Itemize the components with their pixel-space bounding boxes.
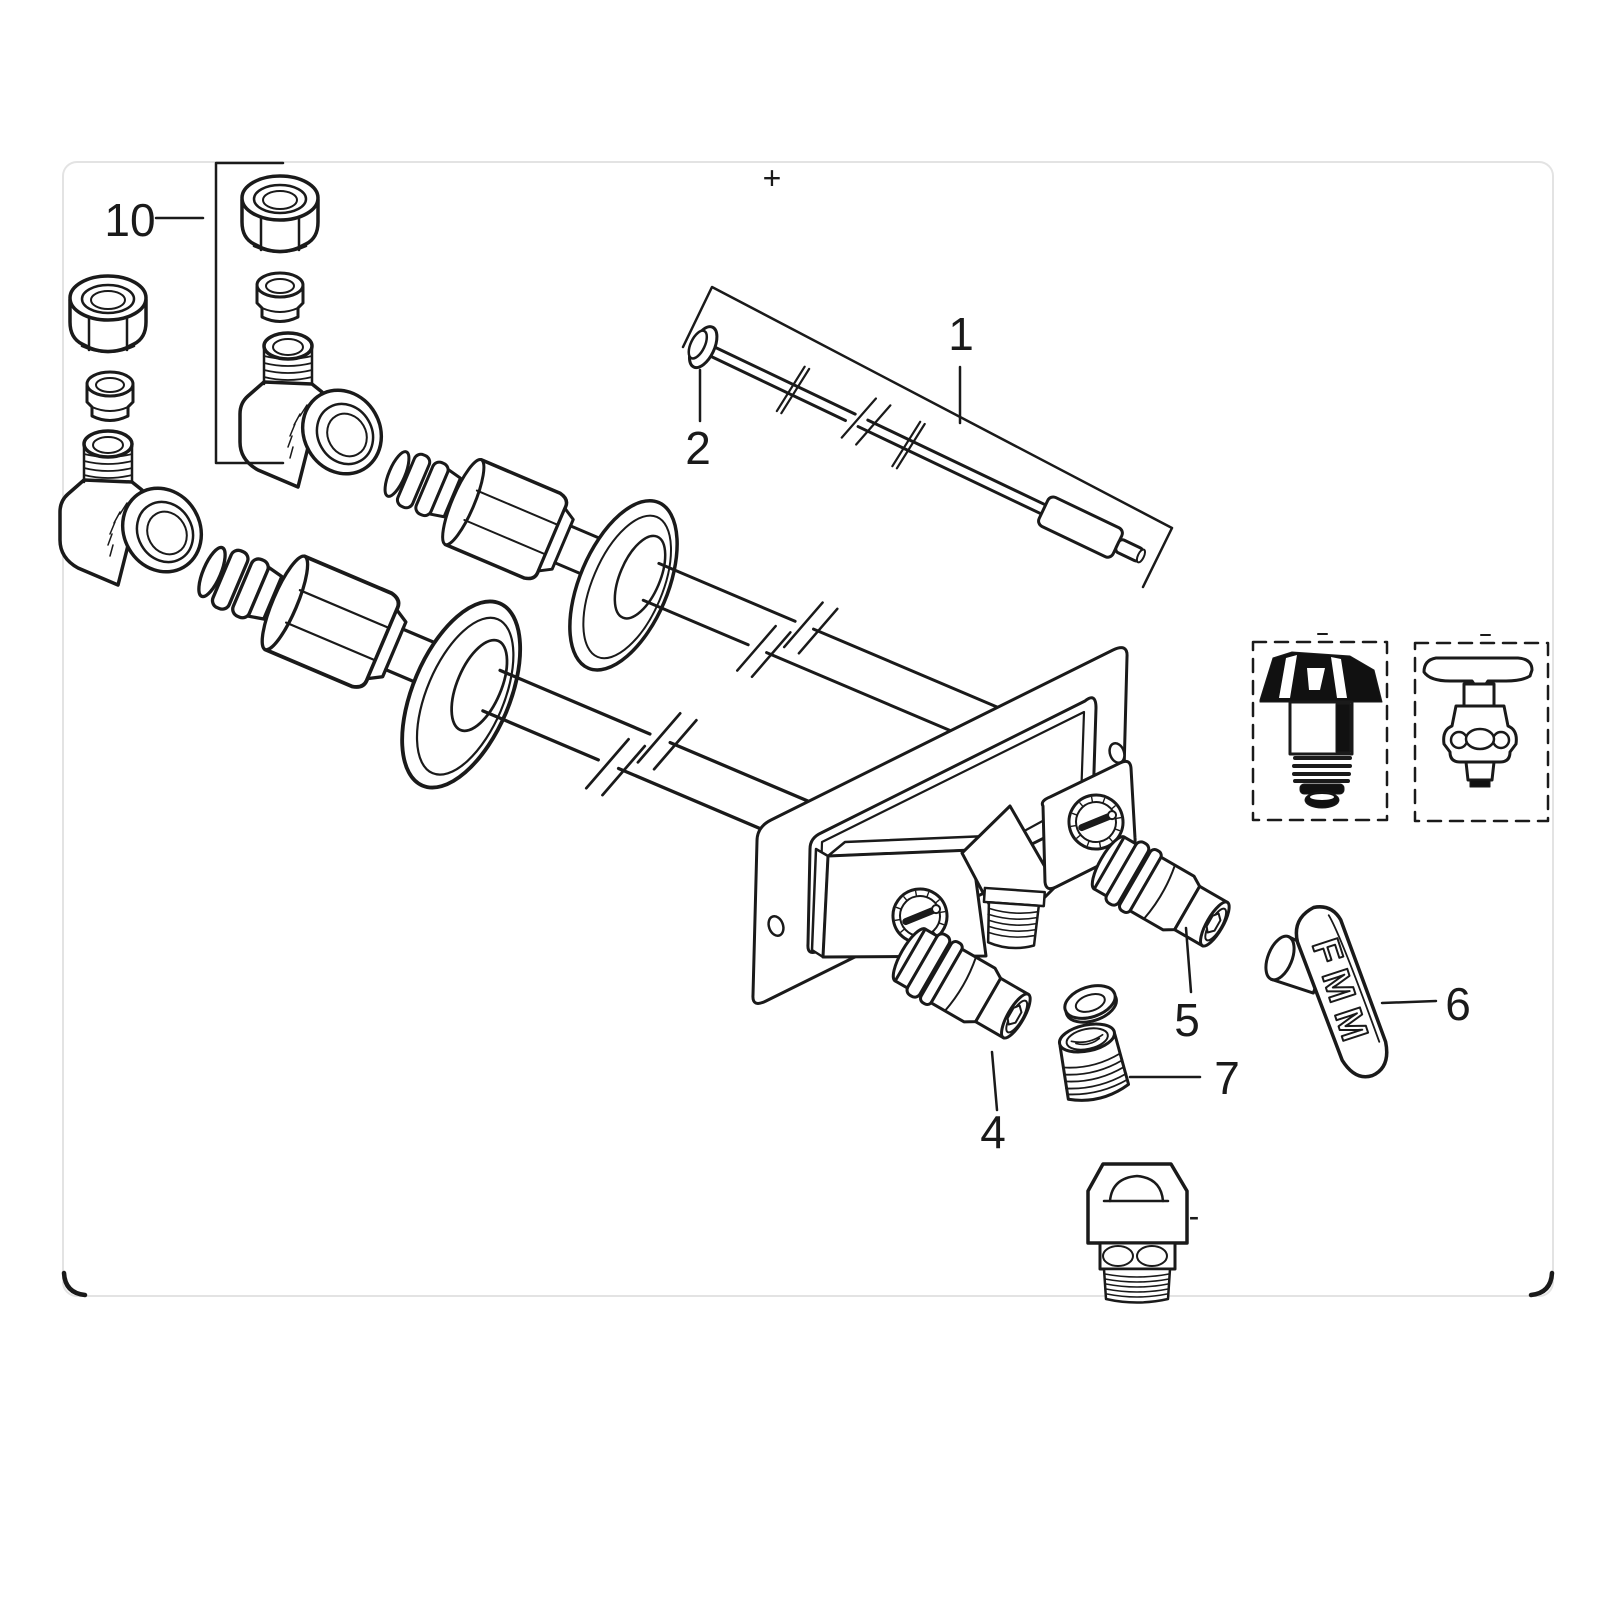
page-frame	[62, 161, 1554, 1297]
callout-5: 5	[1174, 994, 1200, 1046]
minus-mark: -	[1189, 1198, 1200, 1234]
frame-corner-left	[61, 1270, 88, 1298]
washer-part7	[1063, 984, 1118, 1024]
callout-leaders	[154, 216, 1438, 1112]
callout-10: 10	[104, 194, 155, 246]
plate-screw-hole-bottom	[767, 915, 785, 937]
callout-4-leader	[990, 1050, 999, 1112]
t-handle-icon	[1422, 656, 1534, 788]
compression-fitting-set-left	[58, 274, 219, 588]
spindle-rod	[687, 325, 1147, 564]
outlet-spout	[982, 886, 1047, 950]
callout-6-leader	[1380, 999, 1438, 1005]
frame-corner-right	[1528, 1270, 1555, 1298]
handle-option-tkey-box	[1413, 634, 1550, 823]
handle-option-knob-box	[1251, 633, 1389, 822]
part10-group-bracket	[214, 161, 285, 465]
plus-mark: +	[763, 160, 782, 196]
knob-handle-icon	[1259, 651, 1383, 809]
callout-5-leader	[1184, 926, 1193, 994]
coupling-part5	[1082, 826, 1241, 960]
callout-7: 7	[1214, 1052, 1240, 1104]
rod-group-bracket	[681, 285, 1174, 589]
t-key-part6: FMM	[1264, 905, 1389, 1079]
adapter-part7	[1057, 1022, 1131, 1102]
compression-fitting-set-bracketed	[238, 174, 399, 490]
callout-1: 1	[948, 308, 974, 360]
callout-4: 4	[980, 1106, 1006, 1158]
key-blade: FMM	[1294, 905, 1389, 1079]
callout-6: 6	[1445, 978, 1471, 1030]
callout-2: 2	[685, 422, 711, 474]
vacuum-breaker	[1086, 1162, 1189, 1304]
